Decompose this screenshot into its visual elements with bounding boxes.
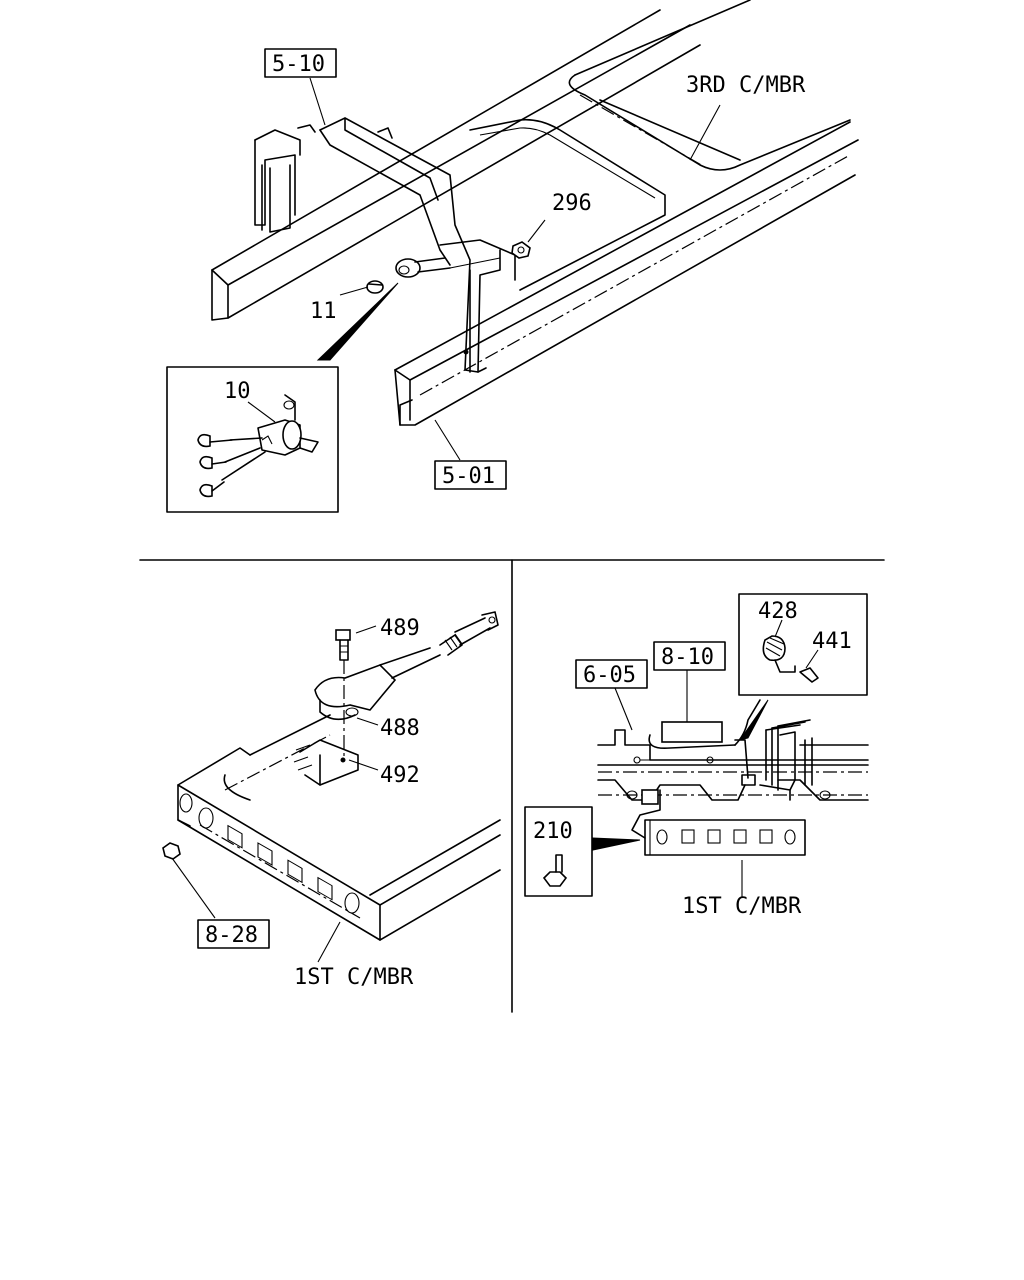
label-1st-crossmember-left: 1ST C/MBR	[294, 965, 414, 990]
part-489-label: 489	[380, 616, 420, 641]
ref-5-10-text: 5-10	[272, 52, 325, 77]
part-10-label: 10	[224, 379, 251, 404]
speed-sensor	[395, 257, 501, 278]
inset-sensor-detail	[166, 366, 339, 513]
part-492-label: 492	[380, 763, 420, 788]
ref-6-05-text: 6-05	[583, 663, 636, 688]
top-frame-assembly	[211, 0, 859, 461]
inset-bolt-210	[524, 806, 593, 897]
callout-6-05: 6-05	[575, 659, 648, 689]
ref-8-28-text: 8-28	[205, 923, 258, 948]
label-3rd-crossmember: 3RD C/MBR	[686, 73, 806, 98]
part-441-label: 441	[812, 629, 852, 654]
callout-8-28: 8-28	[197, 919, 270, 949]
part-210-label: 210	[533, 819, 573, 844]
ref-5-01-text: 5-01	[442, 464, 495, 489]
part-428-label: 428	[758, 599, 798, 624]
bottom-left-crossmember	[162, 611, 501, 963]
part-488-label: 488	[380, 716, 420, 741]
label-1st-crossmember-right: 1ST C/MBR	[682, 894, 802, 919]
bottom-right-harness	[592, 670, 869, 898]
callout-5-01: 5-01	[434, 460, 507, 490]
inset-clip-detail	[738, 593, 868, 696]
callout-8-10: 8-10	[653, 641, 726, 671]
part-11-label: 11	[310, 299, 337, 324]
ref-8-10-text: 8-10	[661, 645, 714, 670]
bolt-11	[366, 280, 384, 294]
nut-296	[511, 241, 531, 259]
callout-5-10: 5-10	[264, 48, 337, 78]
part-296-label: 296	[552, 191, 592, 216]
